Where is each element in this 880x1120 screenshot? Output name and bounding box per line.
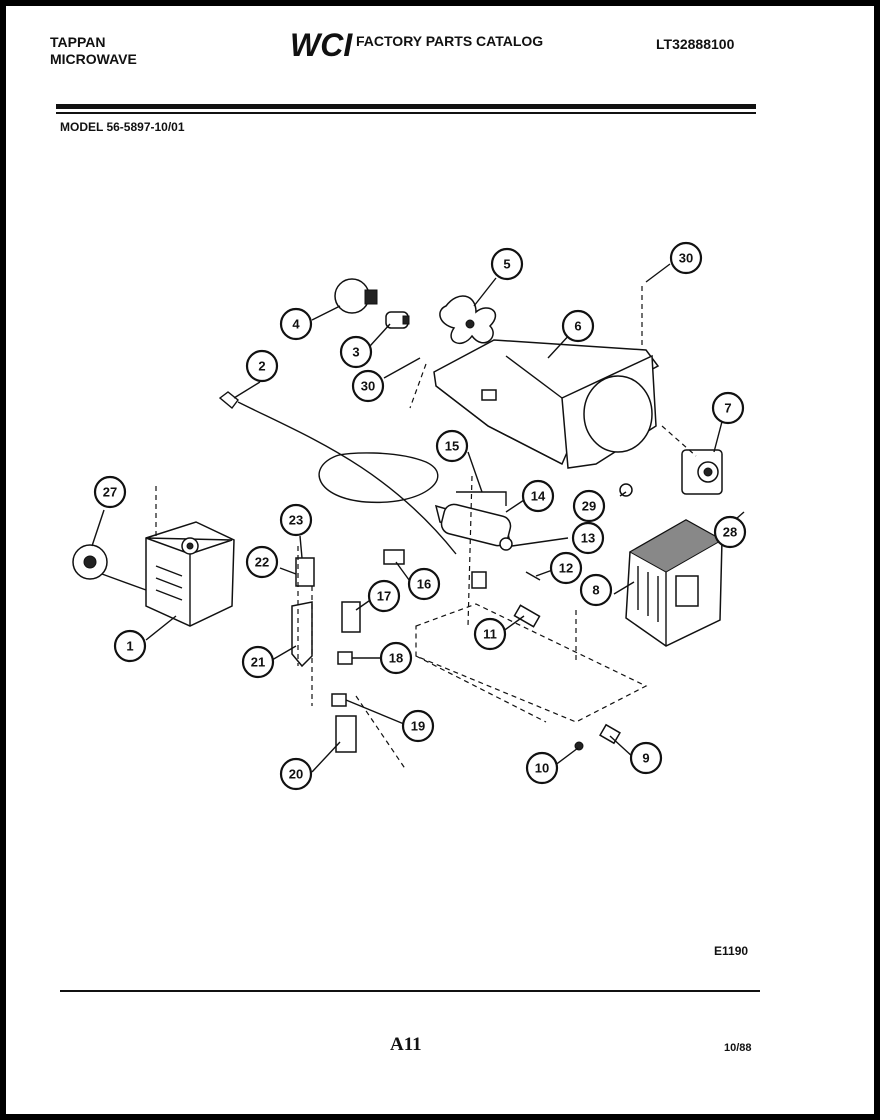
- callout-label: 9: [642, 751, 649, 766]
- callout-27: 27: [93, 475, 127, 509]
- callout-30-top: 30: [669, 241, 703, 275]
- transformer-drawing: [625, 519, 724, 647]
- thermal-cutout-drawing: [72, 544, 108, 580]
- revision-date: 10/88: [724, 1042, 752, 1054]
- fan-chassis-drawing: [433, 339, 660, 469]
- brand-block: TAPPAN MICROWAVE: [50, 34, 210, 68]
- callout-19: 19: [401, 709, 435, 743]
- callout-2: 2: [245, 349, 279, 383]
- callout-label: 21: [251, 655, 265, 670]
- callout-label: 2: [258, 359, 265, 374]
- callout-30-left: 30: [351, 369, 385, 403]
- assembly-lines: [155, 286, 697, 771]
- magnetron-drawing: [101, 521, 235, 627]
- capacitor-drawing: [434, 491, 513, 551]
- footer-rule: [60, 990, 760, 992]
- callout-label: 27: [103, 485, 117, 500]
- callout-20: 20: [279, 757, 313, 791]
- callout-label: 3: [352, 345, 359, 360]
- callout-22: 22: [245, 545, 279, 579]
- callout-label: 13: [581, 531, 595, 546]
- callout-label: 17: [377, 589, 391, 604]
- callout-5: 5: [490, 247, 524, 281]
- callout-18: 18: [379, 641, 413, 675]
- callout-label: 7: [724, 401, 731, 416]
- callout-label: 4: [292, 317, 300, 332]
- logo-text: WCI: [290, 28, 353, 62]
- callout-28: 28: [713, 515, 747, 549]
- callout-17: 17: [367, 579, 401, 613]
- callout-11: 11: [473, 617, 507, 651]
- callout-label: 5: [503, 257, 510, 272]
- callout-9: 9: [629, 741, 663, 775]
- callout-label: 8: [592, 583, 599, 598]
- callout-1: 1: [113, 629, 147, 663]
- callout-13: 13: [571, 521, 605, 555]
- callout-label: 28: [723, 525, 737, 540]
- callout-6: 6: [561, 309, 595, 343]
- brand-line-2: MICROWAVE: [50, 51, 137, 67]
- fan-blade-drawing: [439, 295, 497, 345]
- callout-16: 16: [407, 567, 441, 601]
- callout-14: 14: [521, 479, 555, 513]
- header-rule-thin: [56, 112, 756, 114]
- callout-label: 29: [582, 499, 596, 514]
- callout-label: 20: [289, 767, 303, 782]
- callout-label: 16: [417, 577, 431, 592]
- base-plate-outline: [415, 603, 648, 723]
- callout-12: 12: [549, 551, 583, 585]
- callout-label: 14: [531, 489, 546, 504]
- callout-label: 30: [361, 379, 375, 394]
- callout-29: 29: [572, 489, 606, 523]
- callout-7: 7: [711, 391, 745, 425]
- model-label: MODEL 56-5897-10/01: [60, 120, 185, 134]
- callout-4: 4: [279, 307, 313, 341]
- wci-logo: WCI: [290, 28, 353, 62]
- drawing-code: E1190: [714, 944, 749, 958]
- callout-label: 19: [411, 719, 425, 734]
- fan-motor-drawing: [681, 449, 723, 495]
- callout-23: 23: [279, 503, 313, 537]
- callout-label: 18: [389, 651, 403, 666]
- callout-21: 21: [241, 645, 275, 679]
- brand-line-1: TAPPAN: [50, 34, 106, 50]
- exploded-parts-diagram: 1 2 3 4 5 6 7 8 9 10 11 12 13 14 15 16 1…: [72, 241, 747, 791]
- callout-label: 30: [679, 251, 693, 266]
- page-number: A11: [390, 1034, 422, 1055]
- catalog-sheet: TAPPAN MICROWAVE WCI FACTORY PARTS CATAL…: [6, 6, 874, 1114]
- header-rule-thick: [56, 104, 756, 109]
- callout-15: 15: [435, 429, 469, 463]
- interlock-switches-drawing: [291, 483, 633, 753]
- callout-3: 3: [339, 335, 373, 369]
- callout-label: 11: [483, 627, 497, 642]
- callout-label: 23: [289, 513, 303, 528]
- callout-label: 15: [445, 439, 459, 454]
- catalog-title: FACTORY PARTS CATALOG: [356, 33, 544, 49]
- catalog-code: LT32888100: [656, 36, 735, 52]
- power-cord-drawing: [218, 391, 487, 589]
- callout-label: 12: [559, 561, 573, 576]
- callout-leaders: [91, 263, 745, 773]
- callout-label: 1: [126, 639, 133, 654]
- callout-label: 10: [535, 761, 549, 776]
- callout-label: 22: [255, 555, 269, 570]
- callout-10: 10: [525, 751, 559, 785]
- callout-label: 6: [574, 319, 581, 334]
- lamp-drawing: [334, 278, 410, 329]
- callout-8: 8: [579, 573, 613, 607]
